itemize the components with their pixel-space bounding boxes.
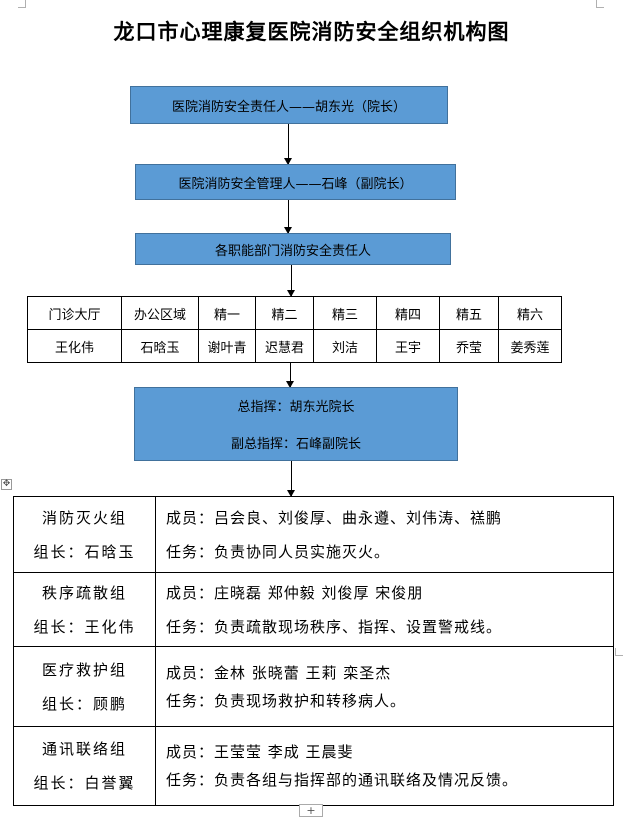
department-person-cell[interactable]: 乔莹 bbox=[439, 329, 499, 363]
fire-safety-responsible-box: 医院消防安全责任人——胡东光（院长） bbox=[130, 86, 448, 124]
group-task: 任务：负责疏散现场秩序、指挥、设置警戒线。 bbox=[166, 617, 503, 636]
group-row: 通讯联络组 组长：白誉翼 成员：王莹莹 李成 王晨斐 任务：负责各组与指挥部的通… bbox=[13, 726, 614, 806]
fire-safety-manager-text: 医院消防安全管理人——石峰（副院长） bbox=[178, 176, 413, 192]
group-name: 秩序疏散组 bbox=[41, 583, 127, 602]
fire-safety-responsible-text: 医院消防安全责任人——胡东光（院长） bbox=[171, 99, 406, 115]
group-row: 秩序疏散组 组长：王化伟 成员：庄晓磊 郑仲毅 刘俊厚 宋俊朋 任务：负责疏散现… bbox=[13, 572, 614, 647]
department-person-cell[interactable]: 姜秀莲 bbox=[498, 329, 562, 363]
group-row: 医疗救护组 组长：顾鹏 成员：金林 张晓蕾 王莉 栾圣杰 任务：负责现场救护和转… bbox=[13, 646, 614, 727]
group-members: 成员：吕会良、刘俊厚、曲永遵、刘伟涛、禚鹏 bbox=[166, 508, 503, 527]
group-members: 成员：庄晓磊 郑仲毅 刘俊厚 宋俊朋 bbox=[166, 583, 424, 602]
arrow-down-icon bbox=[287, 461, 295, 497]
department-person-cell[interactable]: 刘洁 bbox=[313, 329, 377, 363]
arrow-down-icon bbox=[284, 200, 292, 234]
arrow-down-icon bbox=[284, 124, 292, 165]
group-name-cell[interactable]: 消防灭火组 组长：石晗玉 bbox=[13, 496, 156, 573]
department-name-cell[interactable]: 精一 bbox=[198, 296, 256, 330]
chief-commander-text: 总指挥：胡东光院长 bbox=[237, 400, 355, 415]
group-name: 医疗救护组 bbox=[41, 660, 127, 679]
department-name-cell[interactable]: 精三 bbox=[313, 296, 377, 330]
document-title: 龙口市心理康复医院消防安全组织机构图 bbox=[113, 19, 510, 44]
department-name-cell[interactable]: 门诊大厅 bbox=[27, 296, 122, 330]
group-task: 任务：负责各组与指挥部的通讯联络及情况反馈。 bbox=[166, 771, 519, 789]
group-detail-cell[interactable]: 成员：吕会良、刘俊厚、曲永遵、刘伟涛、禚鹏 任务：负责协同人员实施灭火。 bbox=[155, 496, 614, 573]
group-name: 通讯联络组 bbox=[41, 740, 127, 758]
group-task: 任务：负责现场救护和转移病人。 bbox=[166, 691, 407, 710]
department-person-cell[interactable]: 王化伟 bbox=[27, 329, 122, 363]
department-person-cell[interactable]: 谢叶青 bbox=[198, 329, 256, 363]
deputy-commander-text: 副总指挥：石峰副院长 bbox=[230, 437, 361, 452]
arrow-down-icon bbox=[286, 362, 294, 388]
emergency-groups-table: 消防灭火组 组长：石晗玉 成员：吕会良、刘俊厚、曲永遵、刘伟涛、禚鹏 任务：负责… bbox=[13, 496, 614, 806]
group-detail-cell[interactable]: 成员：金林 张晓蕾 王莉 栾圣杰 任务：负责现场救护和转移病人。 bbox=[155, 646, 614, 727]
department-table: 门诊大厅 办公区域 精一 精二 精三 精四 精五 精六 王化伟 石晗玉 谢叶青 … bbox=[27, 296, 562, 363]
command-box: 总指挥：胡东光院长 副总指挥：石峰副院长 bbox=[134, 387, 458, 461]
department-name-cell[interactable]: 精二 bbox=[255, 296, 314, 330]
group-row: 消防灭火组 组长：石晗玉 成员：吕会良、刘俊厚、曲永遵、刘伟涛、禚鹏 任务：负责… bbox=[13, 496, 614, 573]
group-leader: 组长：王化伟 bbox=[33, 617, 136, 636]
department-person-cell[interactable]: 王宇 bbox=[376, 329, 440, 363]
arrow-down-icon bbox=[287, 265, 295, 297]
group-name-cell[interactable]: 医疗救护组 组长：顾鹏 bbox=[13, 646, 156, 727]
page-corner-mark-left bbox=[18, 0, 26, 8]
group-detail-cell[interactable]: 成员：王莹莹 李成 王晨斐 任务：负责各组与指挥部的通讯联络及情况反馈。 bbox=[155, 726, 614, 806]
group-detail-cell[interactable]: 成员：庄晓磊 郑仲毅 刘俊厚 宋俊朋 任务：负责疏散现场秩序、指挥、设置警戒线。 bbox=[155, 572, 614, 647]
add-row-button[interactable]: + bbox=[299, 804, 323, 817]
department-name-row: 门诊大厅 办公区域 精一 精二 精三 精四 精五 精六 bbox=[27, 296, 562, 330]
group-name: 消防灭火组 bbox=[41, 508, 127, 527]
department-responsible-text: 各职能部门消防安全责任人 bbox=[214, 243, 371, 259]
group-members: 成员：王莹莹 李成 王晨斐 bbox=[166, 743, 354, 761]
group-members: 成员：金林 张晓蕾 王莉 栾圣杰 bbox=[166, 663, 392, 682]
table-move-handle-icon[interactable]: ✥ bbox=[1, 479, 12, 490]
group-leader: 组长：白誉翼 bbox=[33, 774, 136, 792]
group-task: 任务：负责协同人员实施灭火。 bbox=[166, 542, 391, 561]
department-name-cell[interactable]: 精六 bbox=[498, 296, 562, 330]
page-margin-mark bbox=[615, 648, 623, 656]
department-name-cell[interactable]: 精四 bbox=[376, 296, 440, 330]
page-corner-mark-right bbox=[596, 0, 604, 8]
group-leader: 组长：顾鹏 bbox=[41, 694, 127, 713]
group-name-cell[interactable]: 秩序疏散组 组长：王化伟 bbox=[13, 572, 156, 647]
department-responsible-box: 各职能部门消防安全责任人 bbox=[135, 233, 451, 265]
department-person-cell[interactable]: 石晗玉 bbox=[121, 329, 199, 363]
group-leader: 组长：石晗玉 bbox=[33, 542, 136, 561]
fire-safety-manager-box: 医院消防安全管理人——石峰（副院长） bbox=[135, 164, 456, 200]
department-person-cell[interactable]: 迟慧君 bbox=[255, 329, 314, 363]
department-name-cell[interactable]: 精五 bbox=[439, 296, 499, 330]
department-person-row: 王化伟 石晗玉 谢叶青 迟慧君 刘洁 王宇 乔莹 姜秀莲 bbox=[27, 329, 562, 363]
group-name-cell[interactable]: 通讯联络组 组长：白誉翼 bbox=[13, 726, 156, 806]
department-name-cell[interactable]: 办公区域 bbox=[121, 296, 199, 330]
